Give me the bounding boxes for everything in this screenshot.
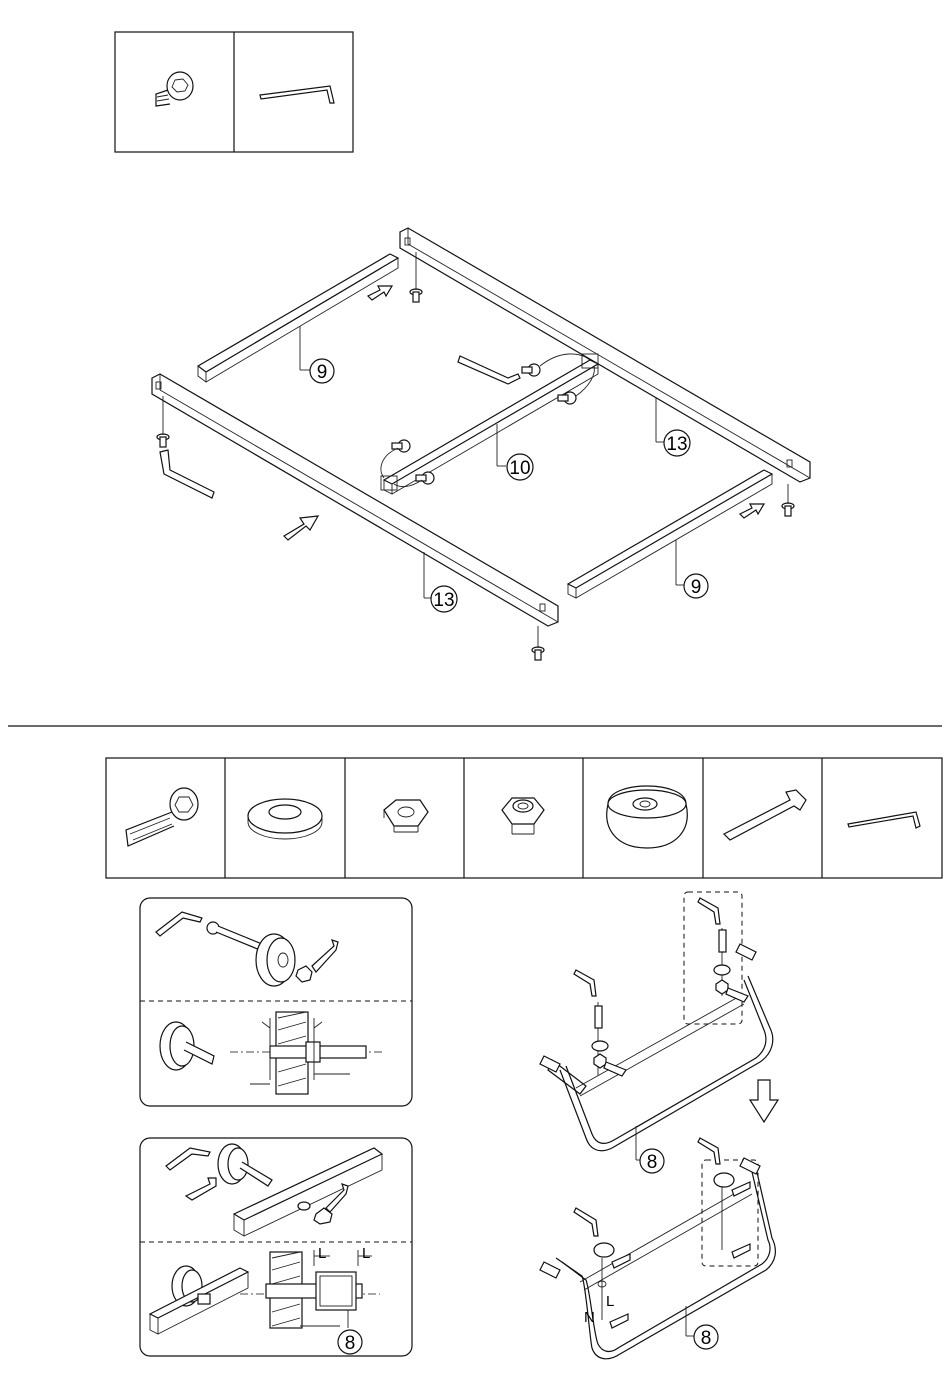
lock-nut-icon: [502, 798, 544, 834]
lock-nut-icon: [296, 966, 312, 982]
step2-parts-box: [106, 758, 942, 878]
cross-rail-back: [198, 254, 398, 382]
caster-wheel-icon: [160, 1022, 214, 1070]
open-wrench-icon: [312, 940, 338, 972]
callout-cross-rail-front: 9: [676, 540, 708, 598]
open-wrench-icon: [186, 1178, 216, 1200]
allen-key-icon: [156, 912, 202, 936]
tube-rail: [234, 1148, 382, 1236]
callout-8-leg-bottom: 8: [701, 1328, 712, 1349]
callout-9-front: 9: [691, 577, 702, 598]
hex-nut-icon: [384, 800, 428, 832]
dim-label-l-1: L: [318, 1245, 326, 1262]
caster-detail-box-2: L L 8: [140, 1138, 412, 1356]
long-bolt-icon: [207, 922, 262, 950]
step1-frame-diagram: 9 10 13 9 13: [152, 228, 810, 660]
callout-13-back: 13: [666, 434, 687, 455]
callout-cross-rail-back: 9: [300, 326, 334, 383]
allen-key-icon: [848, 812, 920, 828]
leg-screw-icons: [157, 252, 794, 660]
hex-socket-screw-icon: [156, 72, 193, 106]
callout-detail-8: 8: [338, 1310, 362, 1354]
section-view: [230, 1012, 382, 1094]
caster-wheel-icon: [607, 786, 688, 848]
open-wrench-icon: [326, 1184, 348, 1212]
section-view: [240, 1250, 380, 1328]
callout-8-detail: 8: [345, 1333, 356, 1354]
open-wrench-icon: [724, 790, 806, 840]
long-bolt-icon: [126, 788, 198, 846]
allen-key-icon-frame-center: [458, 356, 520, 384]
washer-icon: [298, 1202, 310, 1210]
allen-key-icon: [166, 1148, 210, 1170]
down-arrow-icon: [750, 1080, 778, 1122]
callout-13-front: 13: [433, 590, 454, 611]
callout-9-back: 9: [317, 362, 328, 383]
dim-label-l-2: L: [362, 1245, 370, 1262]
callout-center-rail: 10: [497, 424, 533, 480]
callout-leg-bottom: 8: [686, 1306, 718, 1349]
caster-wheel-icon: [256, 934, 295, 986]
caster-wheel-icon: [218, 1144, 272, 1186]
caster-detail-box-1: [140, 898, 412, 1106]
callout-10: 10: [509, 458, 530, 479]
label-l: L: [606, 1293, 614, 1310]
cross-rail-front: [568, 470, 772, 598]
washer-icon: [248, 799, 322, 839]
side-rail-front: [152, 374, 558, 626]
allen-key-icon: [260, 86, 334, 103]
step1-parts-box: [115, 32, 353, 152]
leg-assembly-top: 8: [540, 892, 778, 1173]
callout-8-leg-top: 8: [647, 1152, 658, 1173]
allen-key-icon-frame-left: [160, 450, 214, 498]
label-n: N: [584, 1309, 595, 1326]
callout-leg-top: 8: [636, 1126, 664, 1173]
